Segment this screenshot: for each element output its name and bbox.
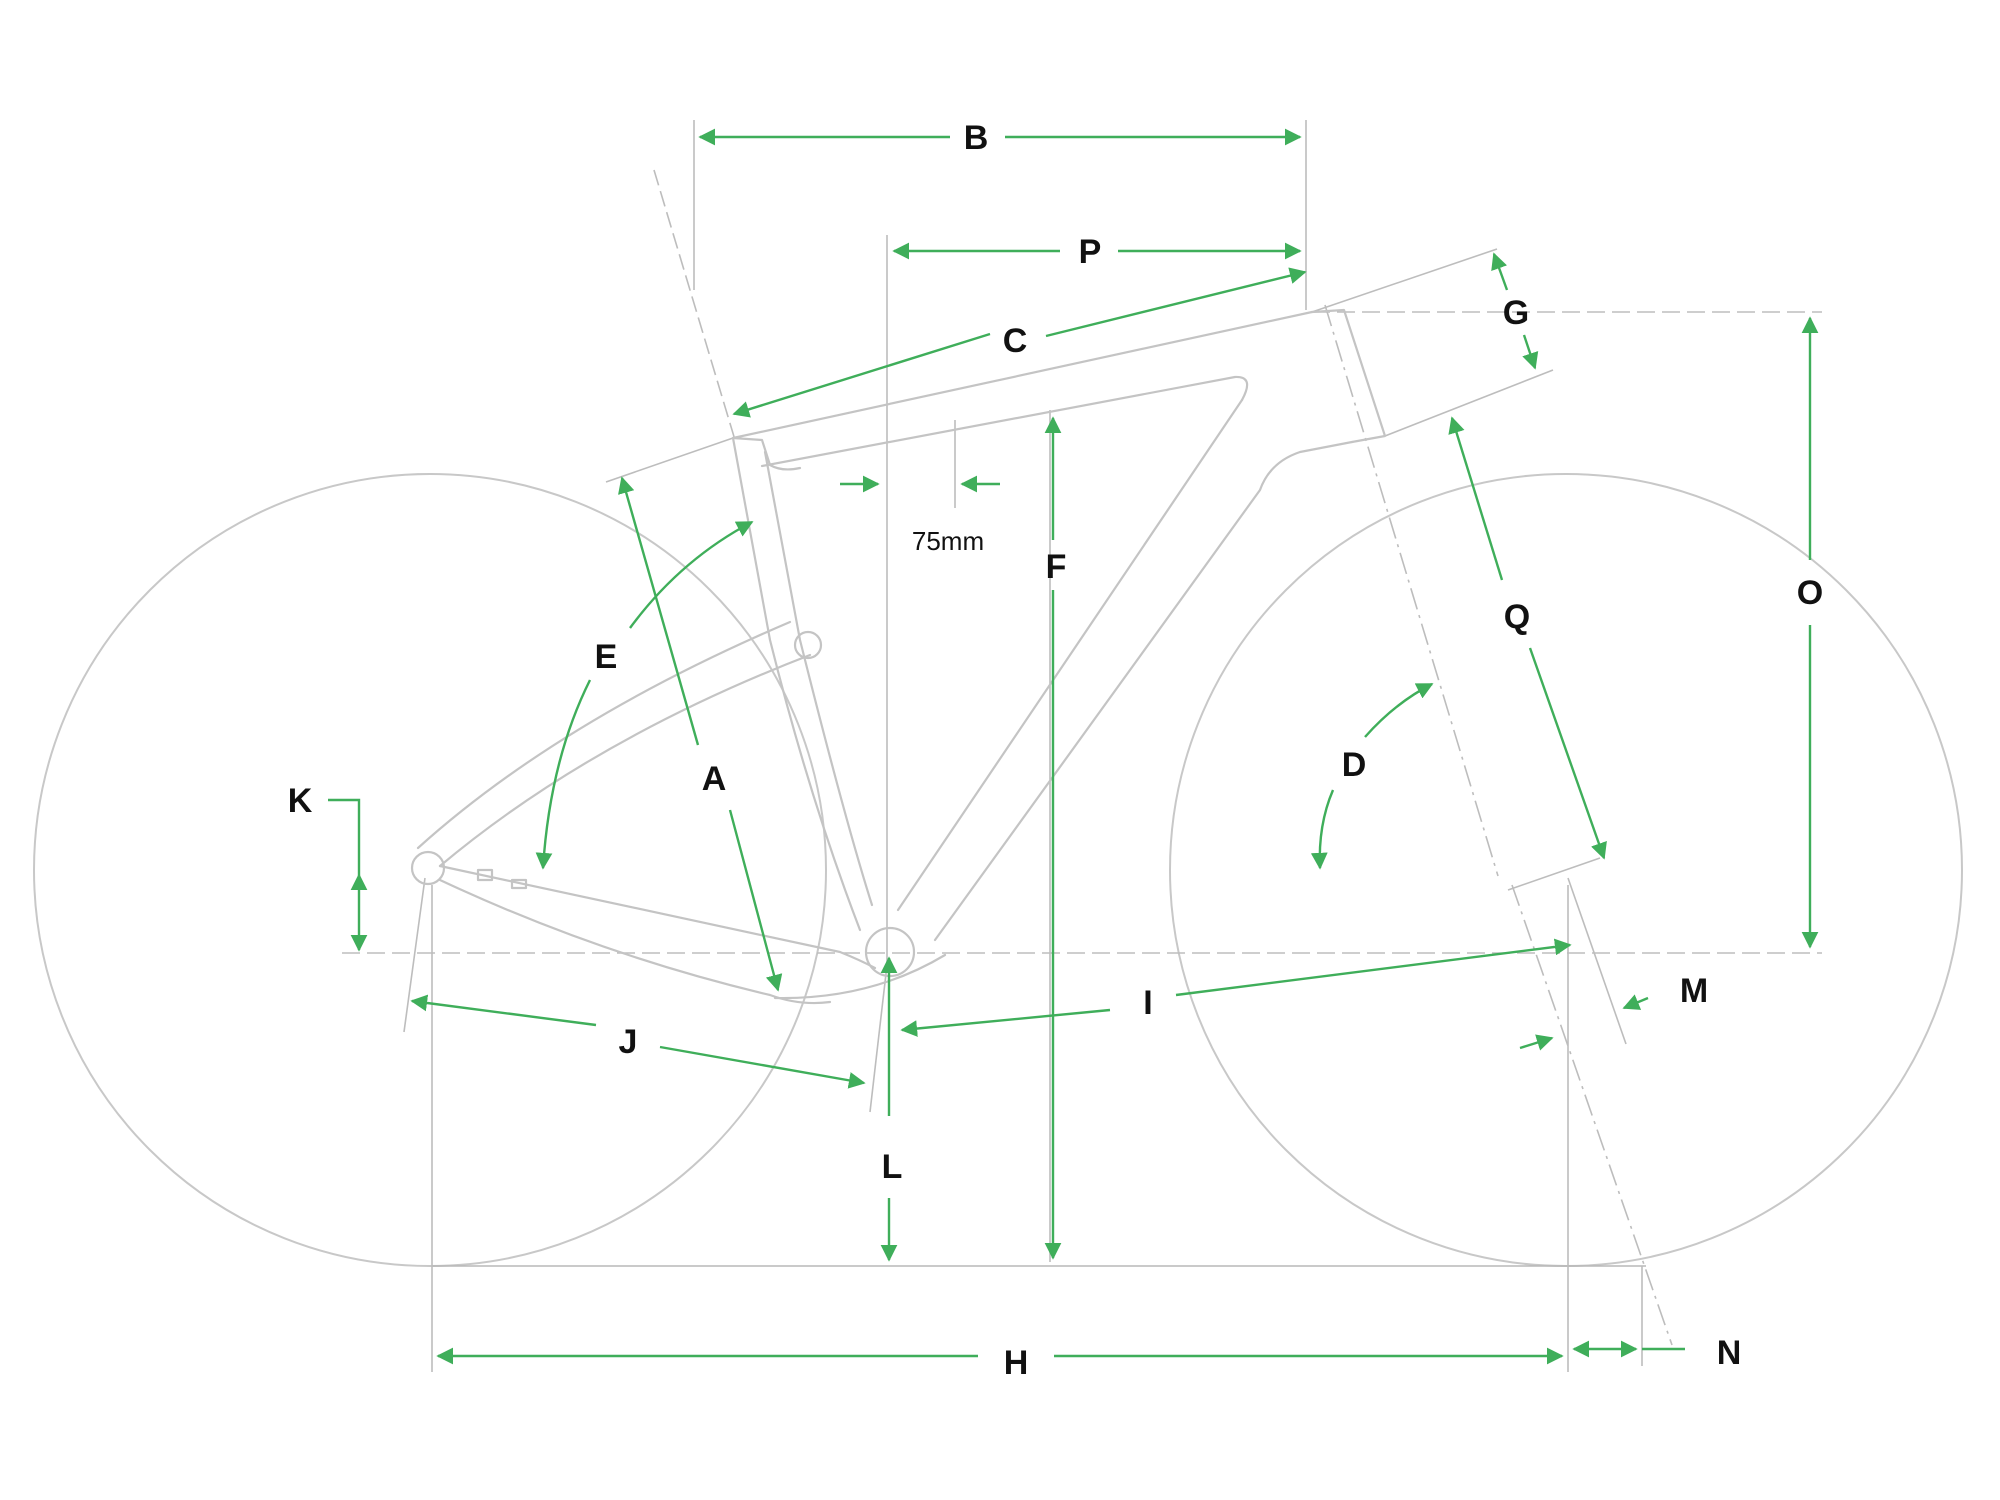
dimension-arrows <box>328 128 1819 1365</box>
q-arrow-bottom <box>1528 647 1607 860</box>
reference-lines <box>342 120 1822 1372</box>
j-left-extension <box>403 877 426 1033</box>
a-arrow-top <box>618 476 700 746</box>
label-b: B <box>964 119 989 157</box>
steerer-top-cap-b <box>1384 369 1554 437</box>
label-o: O <box>1797 574 1823 612</box>
label-d: D <box>1342 746 1367 784</box>
seat-stay <box>416 620 812 868</box>
wheels <box>33 473 1963 1267</box>
j-right-extension <box>869 964 888 1113</box>
g-arrow-top <box>1491 252 1509 291</box>
label-p: P <box>1079 233 1102 271</box>
label-k: K <box>288 782 313 820</box>
k-leader <box>328 798 361 875</box>
steerer-top-cap-a <box>1311 248 1498 313</box>
q-arrow-top <box>1448 416 1504 581</box>
m-arrow-right <box>1622 994 1649 1010</box>
j-arrow-left <box>410 994 597 1027</box>
i-arrow-left <box>900 1008 1111 1037</box>
m-offset-line <box>1567 877 1627 1045</box>
bb-shell <box>773 953 947 1000</box>
dimension-labels: B P C G O F 75mm Q E A D K J I M L H N <box>288 119 1824 1382</box>
rear-dropout <box>410 850 446 886</box>
c-arrow-left <box>732 332 991 418</box>
label-a: A <box>702 760 727 798</box>
label-e: E <box>595 638 618 676</box>
down-tube <box>896 398 1354 942</box>
top-tube <box>731 310 1314 468</box>
chainstay-detail-2 <box>510 878 528 890</box>
steer-axis-upper <box>1324 304 1499 877</box>
label-f: F <box>1046 548 1067 586</box>
seat-tube <box>731 436 874 932</box>
chainstay-detail <box>476 868 494 882</box>
a-arrow-bottom <box>728 809 783 992</box>
seat-axis-dashed <box>653 169 736 441</box>
j-arrow-right <box>659 1045 866 1089</box>
reach-top-line <box>605 437 734 483</box>
label-offset-75mm: 75mm <box>912 526 984 556</box>
bike-frame <box>410 308 1387 1005</box>
label-m: M <box>1680 972 1708 1010</box>
i-arrow-right <box>1175 938 1572 997</box>
label-j: J <box>619 1023 638 1061</box>
label-q: Q <box>1504 598 1530 636</box>
rear-wheel <box>33 473 827 1267</box>
head-tube <box>1310 308 1387 444</box>
label-n: N <box>1717 1334 1742 1372</box>
c-arrow-right <box>1045 267 1307 338</box>
label-c: C <box>1003 322 1028 360</box>
seat-cluster <box>731 436 802 471</box>
label-i: I <box>1143 984 1152 1022</box>
g-arrow-bottom <box>1522 334 1539 370</box>
seat-stay-bridge <box>793 630 823 660</box>
label-g: G <box>1503 294 1529 332</box>
label-l: L <box>882 1148 903 1186</box>
d-arc-lower <box>1310 789 1335 870</box>
d-arc-upper <box>1364 682 1434 738</box>
label-h: H <box>1004 1344 1029 1382</box>
m-arrow-left <box>1519 1034 1554 1051</box>
fork-end-line <box>1507 857 1601 891</box>
e-arc-upper <box>629 520 754 629</box>
e-arc-lower <box>535 679 592 870</box>
steer-axis-lower <box>1511 884 1673 1346</box>
